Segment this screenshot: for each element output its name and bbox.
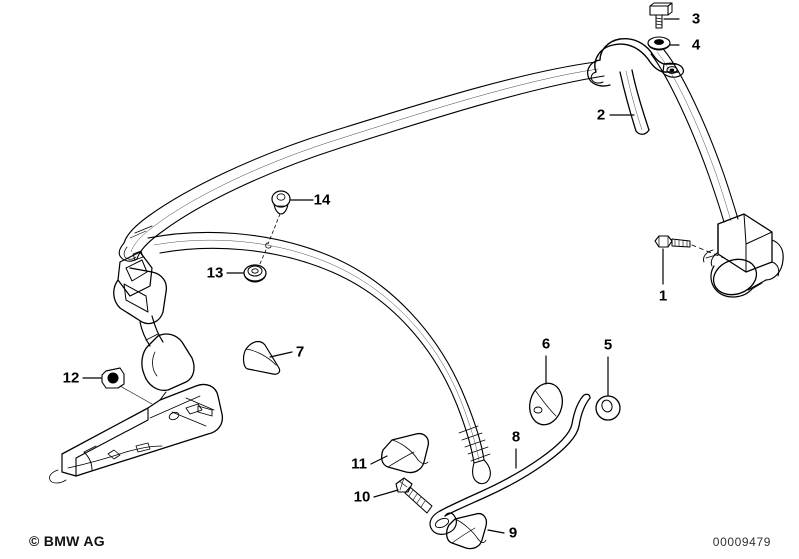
callout-2: 2 bbox=[597, 107, 605, 124]
callout-7: 7 bbox=[296, 344, 304, 361]
callout-12: 12 bbox=[63, 370, 80, 387]
upper-belt-guide-loop-part bbox=[586, 37, 684, 135]
wedge-trim-cover-part bbox=[242, 340, 281, 375]
belt-grommet-ring-part bbox=[243, 264, 267, 283]
grommet-washer-part bbox=[595, 395, 621, 421]
callout-numbers: 3 4 2 1 5 6 7 8 9 10 11 12 13 14 bbox=[63, 11, 701, 542]
callout-4: 4 bbox=[692, 37, 701, 54]
callout-8: 8 bbox=[512, 429, 520, 446]
callout-6: 6 bbox=[542, 336, 550, 353]
callout-10: 10 bbox=[354, 489, 371, 506]
end-cap-upper-part bbox=[381, 432, 430, 474]
leader-9 bbox=[487, 529, 505, 534]
buckle-assembly bbox=[49, 251, 224, 484]
end-cap-lower-part bbox=[445, 512, 488, 550]
leader-10 bbox=[373, 489, 399, 498]
retractor-mounting-bolt-part bbox=[654, 235, 725, 259]
belt-stop-button-part bbox=[258, 190, 291, 267]
callout-13: 13 bbox=[207, 265, 224, 282]
upper-anchor-bolt-part bbox=[649, 2, 673, 29]
callout-3: 3 bbox=[692, 11, 700, 28]
belt-lower-run-to-retractor bbox=[650, 49, 739, 223]
buckle-bushing-part bbox=[101, 367, 153, 405]
oval-cover-cap-part bbox=[529, 382, 563, 426]
callout-leader-lines bbox=[82, 18, 680, 534]
callout-14: 14 bbox=[314, 192, 331, 209]
belt-retractor bbox=[703, 213, 784, 298]
anchor-bolt-part bbox=[395, 477, 433, 514]
leader-7 bbox=[269, 351, 293, 358]
callout-11: 11 bbox=[351, 456, 367, 473]
diagram-number: 00009479 bbox=[712, 535, 771, 549]
upper-anchor-washer-part bbox=[647, 36, 671, 51]
copyright-notice: © BMW AG bbox=[29, 533, 105, 549]
leader-11 bbox=[370, 455, 388, 465]
shoulder-belt-webbing bbox=[118, 61, 605, 485]
callout-9: 9 bbox=[509, 525, 517, 542]
callout-5: 5 bbox=[604, 337, 612, 354]
tensioner-link-rod-part bbox=[429, 393, 591, 535]
callout-1: 1 bbox=[659, 288, 667, 305]
